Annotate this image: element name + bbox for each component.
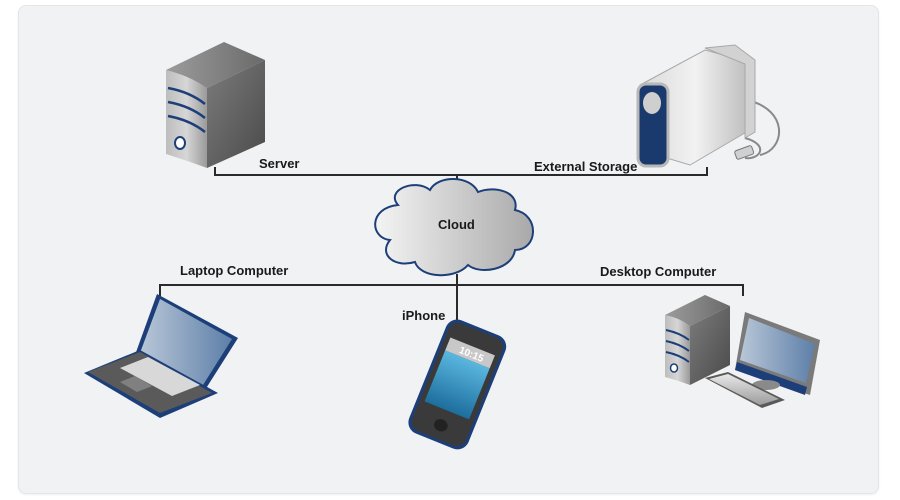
laptop-label: Laptop Computer: [180, 263, 288, 278]
cloud-node[interactable]: Cloud: [374, 178, 534, 277]
desktop-label: Desktop Computer: [600, 264, 716, 279]
external-storage-node[interactable]: External Storage: [534, 44, 781, 174]
iphone-label: iPhone: [402, 308, 445, 323]
server-label: Server: [259, 156, 299, 171]
laptop-node[interactable]: Laptop Computer: [84, 263, 288, 418]
server-tower-icon: [166, 42, 265, 168]
server-node[interactable]: Server: [166, 42, 299, 171]
edge-laptop-desktop-bus: [159, 284, 744, 296]
desktop-node[interactable]: Desktop Computer: [600, 264, 820, 408]
external-storage-label: External Storage: [534, 159, 637, 174]
connectors: [159, 167, 744, 328]
cloud-label: Cloud: [438, 217, 475, 232]
cloud-icon: [374, 178, 534, 277]
iphone-node[interactable]: 10:15 iPhone: [402, 308, 510, 453]
external-drive-icon: [636, 44, 781, 168]
laptop-icon: [84, 294, 238, 418]
desktop-pc-icon: [665, 295, 820, 408]
smartphone-icon: 10:15: [408, 319, 507, 450]
edge-server-storage-bus: [214, 167, 708, 176]
